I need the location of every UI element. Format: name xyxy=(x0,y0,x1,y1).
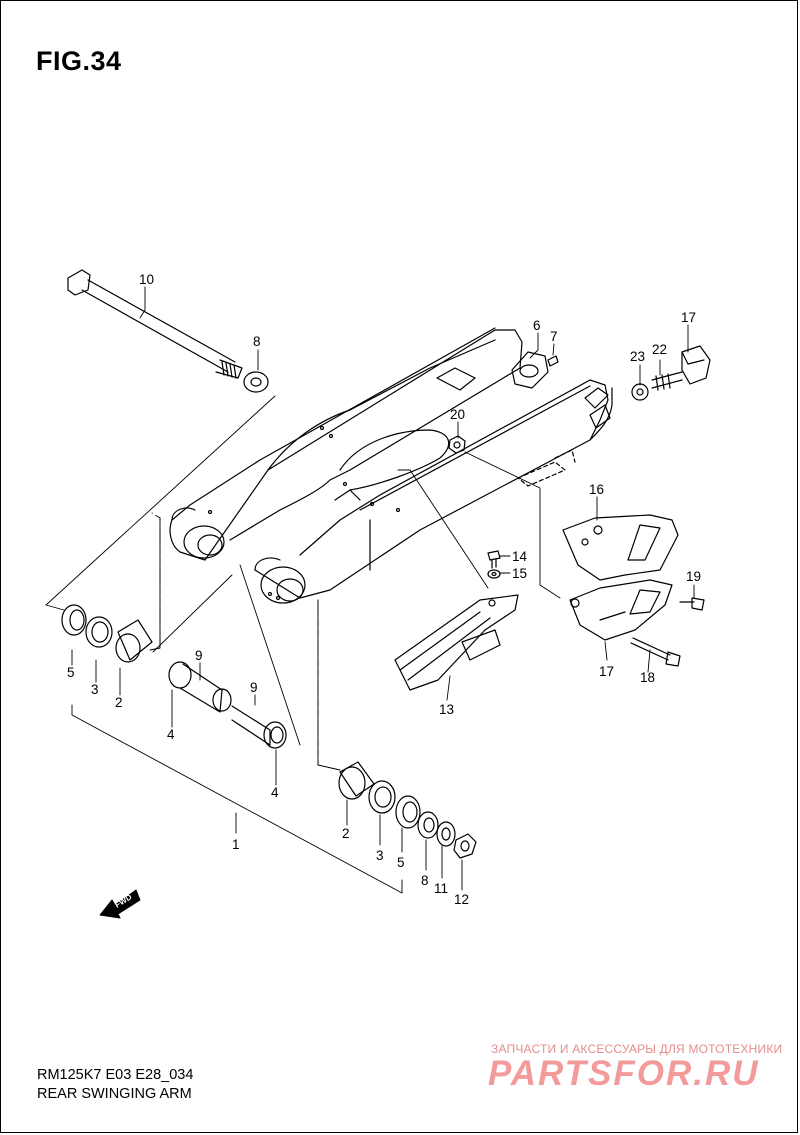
callout-8-top: 8 xyxy=(253,334,261,349)
watermark-logo: PARTSFOR.RU xyxy=(488,1054,760,1093)
screw-7 xyxy=(547,355,559,367)
model-code: RM125K7 E03 E28_034 xyxy=(37,1067,194,1083)
fwd-arrow-icon: FWD xyxy=(99,889,141,919)
washer-8-top xyxy=(243,371,269,393)
bolt-19 xyxy=(679,597,705,611)
figure-title: FIG.34 xyxy=(36,46,122,76)
chain-guide xyxy=(562,514,679,641)
callout-9-upper: 9 xyxy=(195,648,203,663)
callout-20: 20 xyxy=(450,407,465,422)
callout-5-left: 5 xyxy=(67,665,75,680)
callout-22: 22 xyxy=(652,342,667,357)
callout-13: 13 xyxy=(439,702,454,717)
callout-4-right: 4 xyxy=(271,785,279,800)
callout-numbers: 10 8 6 7 17 22 23 20 16 14 15 19 17 18 1… xyxy=(67,272,701,907)
pivot-shaft xyxy=(67,269,243,379)
callout-2-right: 2 xyxy=(342,826,350,841)
callout-4-left: 4 xyxy=(167,727,175,742)
callout-3-right: 3 xyxy=(376,848,384,863)
callout-11: 11 xyxy=(434,881,448,896)
callout-1: 1 xyxy=(232,837,240,852)
left-bearing-set xyxy=(61,604,153,663)
callout-12: 12 xyxy=(454,892,469,907)
callout-10: 10 xyxy=(139,272,154,287)
bolt-18 xyxy=(630,637,681,667)
callout-5-right: 5 xyxy=(397,855,405,870)
callout-7: 7 xyxy=(550,329,558,344)
bolt-14 xyxy=(487,550,501,579)
swing-arm xyxy=(169,327,613,604)
callout-15: 15 xyxy=(512,566,527,581)
watermark-tagline: ЗАПЧАСТИ И АКСЕССУАРЫ ДЛЯ МОТОТЕХНИКИ xyxy=(491,1042,783,1056)
callout-14: 14 xyxy=(512,549,528,564)
callout-23: 23 xyxy=(630,349,645,364)
callout-17: 17 xyxy=(599,664,614,679)
center-spacers xyxy=(168,661,287,749)
callout-21: 17 xyxy=(681,310,696,325)
chain-slider xyxy=(394,594,519,691)
callout-6: 6 xyxy=(533,318,541,333)
diagram-title: REAR SWINGING ARM xyxy=(37,1086,192,1102)
callout-18: 18 xyxy=(640,670,655,685)
callout-16: 16 xyxy=(589,482,604,497)
callout-8-right: 8 xyxy=(421,873,429,888)
nut-20 xyxy=(448,435,466,454)
callout-19: 19 xyxy=(686,569,701,584)
leader-lines xyxy=(45,286,695,894)
callout-9-lower: 9 xyxy=(250,680,258,695)
right-bearing-set xyxy=(338,761,477,859)
callout-3-left: 3 xyxy=(91,682,99,697)
callout-2-left: 2 xyxy=(115,695,123,710)
